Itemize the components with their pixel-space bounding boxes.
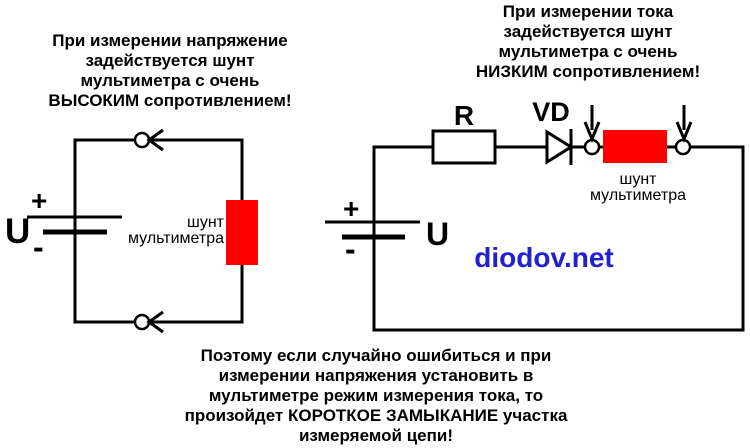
current-note-line: При измерении тока xyxy=(502,2,674,21)
voltage-note-line: При измерении напряжение xyxy=(52,31,288,50)
current-circuit: + - U R VD шунт мультиметра diodov.net xyxy=(325,97,745,332)
warning-note-line: измерении напряжения установить в xyxy=(218,366,534,385)
minus-sign: - xyxy=(345,231,356,267)
current-note: При измерении тока задействуется шунт му… xyxy=(458,2,718,82)
voltage-note: При измерении напряжение задействуется ш… xyxy=(40,31,300,111)
diode-label: VD xyxy=(532,97,570,127)
shunt-label-line2: мультиметра xyxy=(128,230,224,247)
voltage-circuit: U + - шунт мультиметра xyxy=(5,128,258,334)
warning-note: Поэтому если случайно ошибиться и при из… xyxy=(178,346,574,446)
source-label: U xyxy=(5,212,30,251)
warning-note-line: мультиметре режим измерения тока, то xyxy=(208,386,544,405)
voltage-note-line: мультиметра с очень xyxy=(80,71,260,90)
shunt-label-line1: шунт xyxy=(620,171,658,188)
current-note-line: НИЗКИМ сопротивлением! xyxy=(475,62,701,81)
voltage-note-line: задействуется шунт xyxy=(85,51,255,70)
down-arrow-icon xyxy=(583,121,601,143)
plus-sign: + xyxy=(31,185,47,216)
current-note-line: задействуется шунт xyxy=(503,22,673,41)
resistor-label: R xyxy=(454,100,474,131)
voltage-note-line: ВЫСОКИМ сопротивлением! xyxy=(48,91,292,110)
minus-sign: - xyxy=(33,229,44,265)
warning-note-line: измеряемой цепи! xyxy=(298,426,453,445)
resistor-body xyxy=(431,129,497,165)
shunt-label-line2: мультиметра xyxy=(590,187,686,204)
warning-note-line: произойдет КОРОТКОЕ ЗАМЫКАНИЕ участка xyxy=(184,406,568,425)
plus-sign: + xyxy=(343,193,359,224)
warning-note-line: Поэтому если случайно ошибиться и при xyxy=(200,346,552,365)
current-note-line: мультиметра с очень xyxy=(498,42,678,61)
shunt-label-line1: шунт xyxy=(187,214,225,231)
down-arrow-icon xyxy=(675,121,693,143)
source-label: U xyxy=(426,216,449,252)
probe-terminal-circle xyxy=(674,138,692,156)
probe-arrow-icon xyxy=(146,310,164,334)
shunt-resistor xyxy=(603,130,667,163)
watermark: diodov.net xyxy=(474,242,613,273)
shunt-resistor xyxy=(226,200,258,265)
probe-arrow-icon xyxy=(146,128,164,152)
diode-symbol xyxy=(545,129,574,165)
